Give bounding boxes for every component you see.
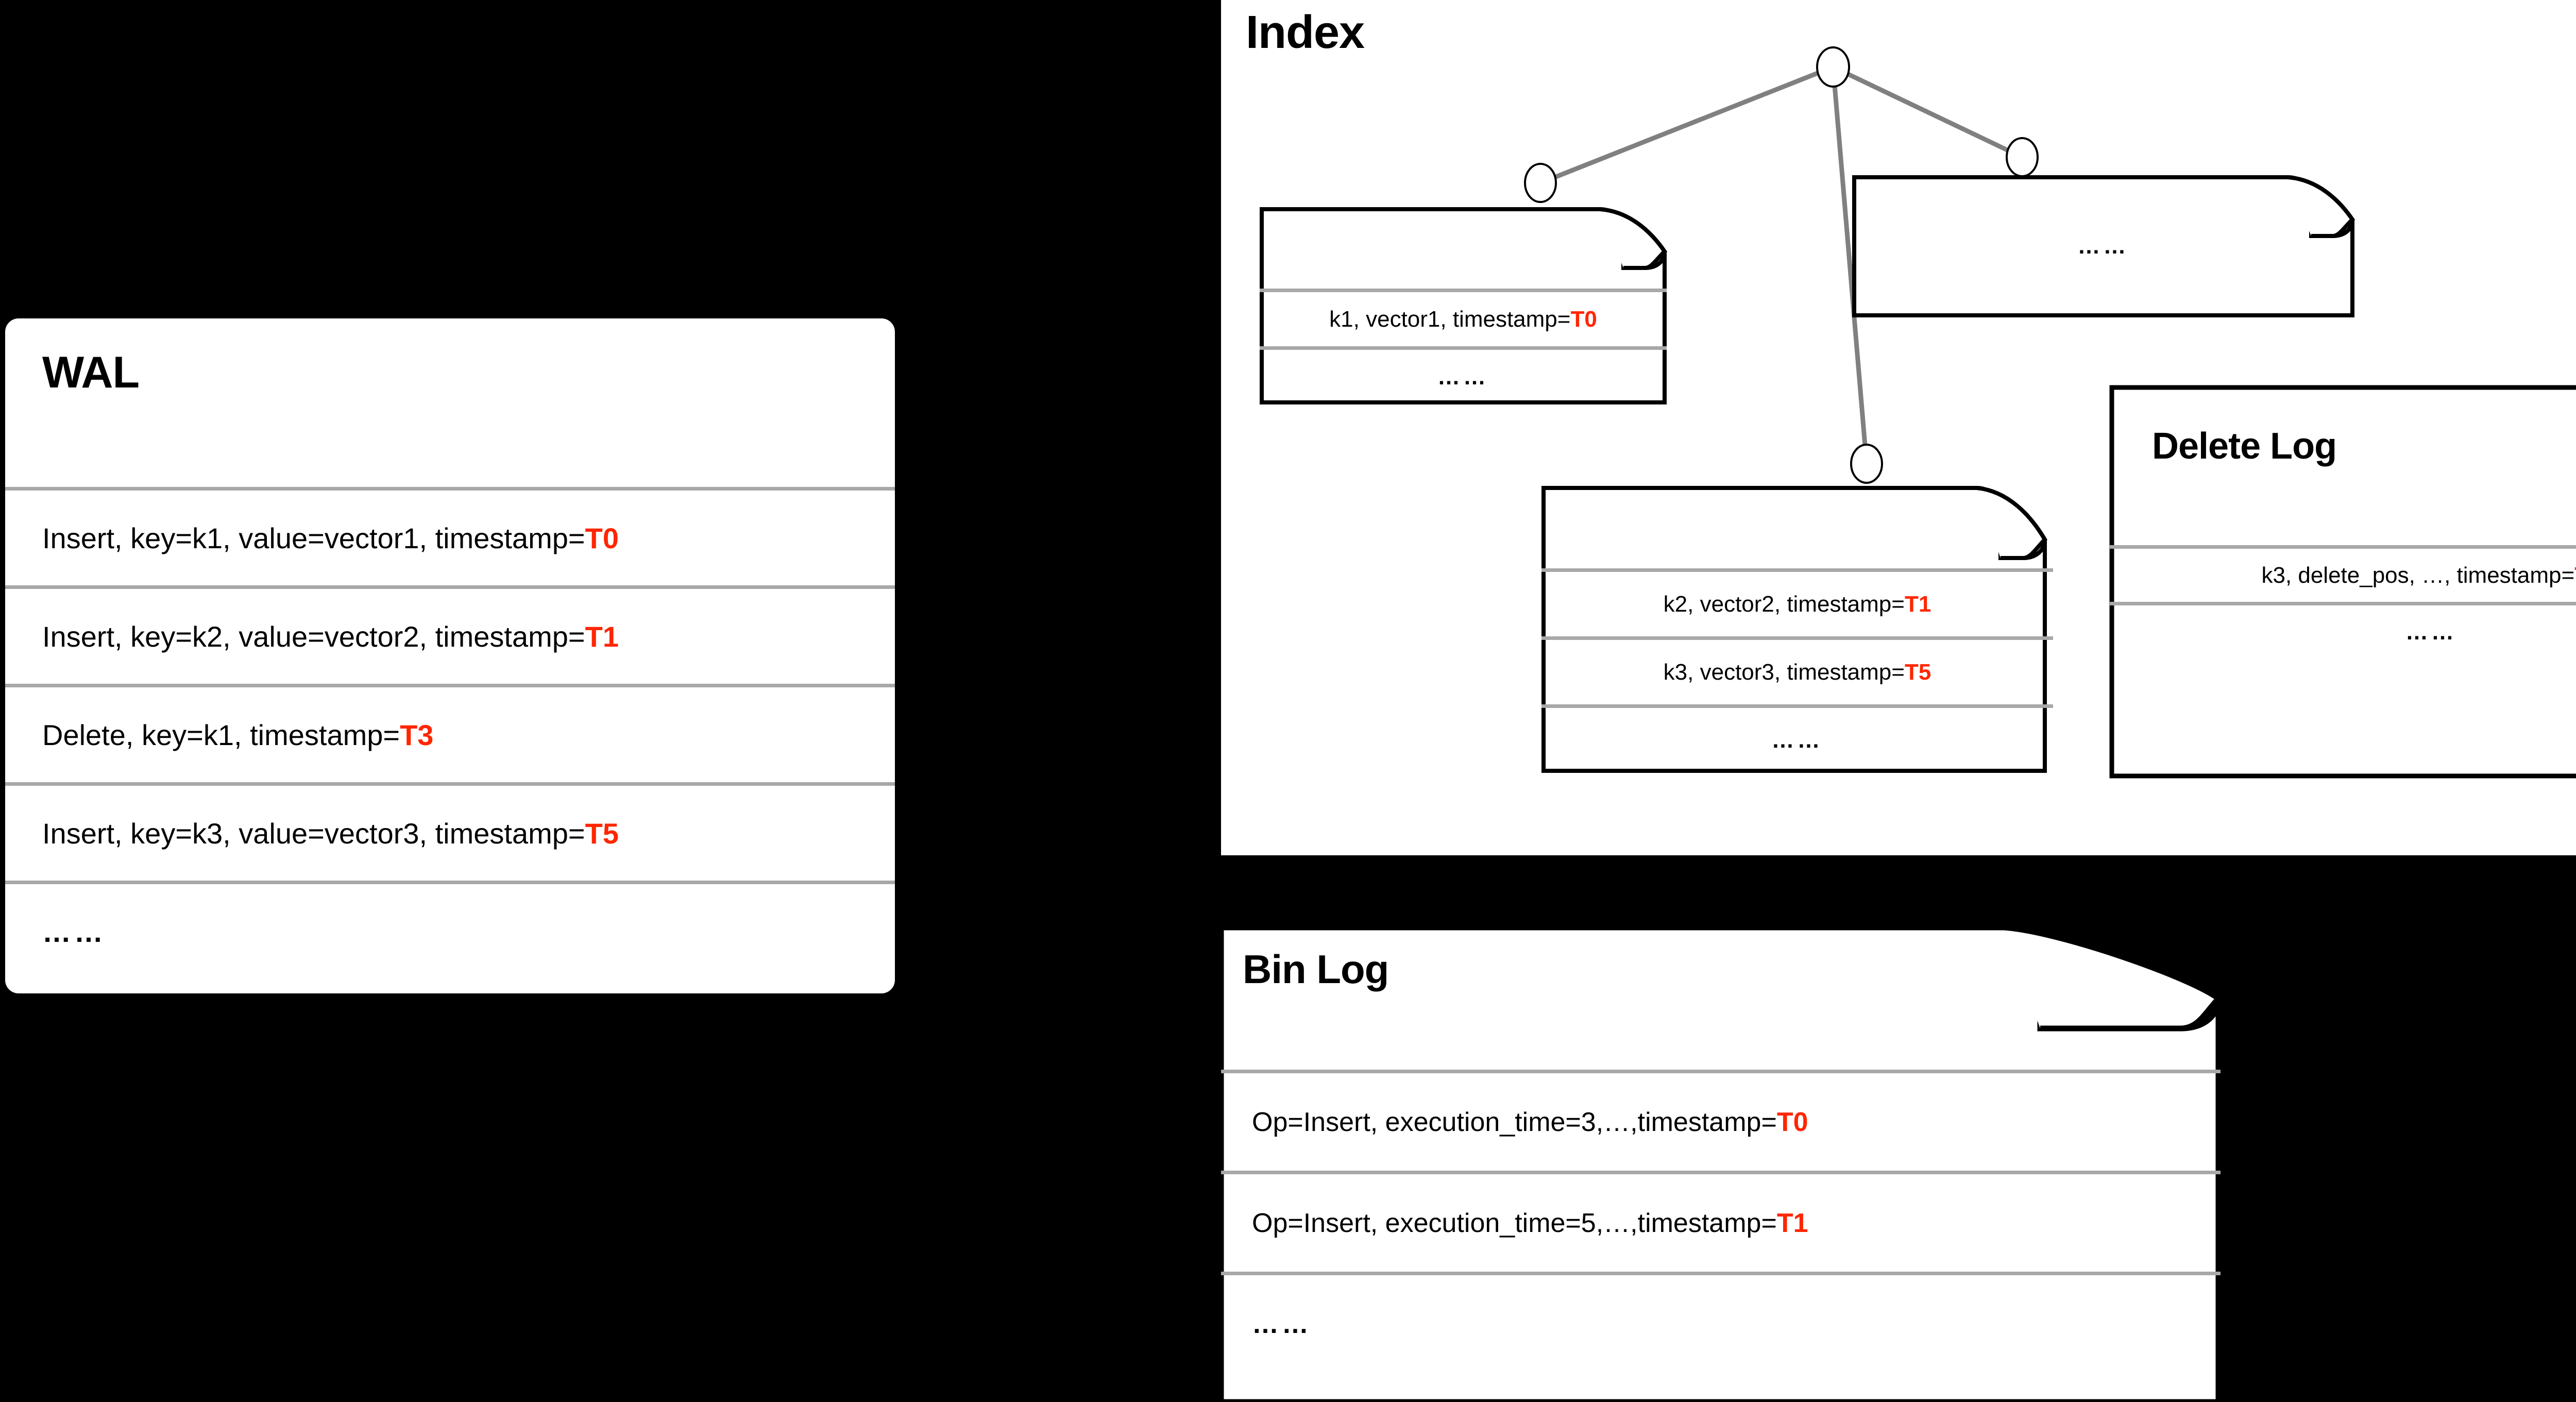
- segment-row: k2, vector2, timestamp=T1: [1541, 568, 2053, 636]
- doc-fold: [2004, 924, 2223, 1032]
- bin-log-row: Op=Insert, execution_time=3,…,timestamp=…: [1221, 1070, 2221, 1171]
- delete-log-row-list: k3, delete_pos, …, timestamp=T3 ……: [2110, 545, 2576, 658]
- doc-fold: [1599, 207, 1668, 270]
- wal-card: WAL Insert, key=k1, value=vector1, times…: [5, 318, 895, 993]
- wal-row-text: Insert, key=k1, value=vector1, timestamp…: [42, 521, 585, 554]
- bin-log-row: ……: [1221, 1272, 2221, 1373]
- index-segment-right: ……: [1852, 175, 2355, 317]
- bin-log-title: Bin Log: [1243, 947, 1389, 992]
- index-title: Index: [1246, 7, 1365, 58]
- wal-row: Delete, key=k1, timestamp=T3: [5, 684, 895, 782]
- segment-row-text: k3, vector3, timestamp=: [1663, 659, 1905, 685]
- index-segment-k2: k2, vector2, timestamp=T1 k3, vector3, t…: [1541, 486, 2053, 773]
- segment-k1-row-list: k1, vector1, timestamp=T0 ……: [1260, 289, 1667, 404]
- wal-row-list: Insert, key=k1, value=vector1, timestamp…: [5, 487, 895, 979]
- tree-root-node: [1816, 46, 1850, 88]
- segment-row-timestamp: T0: [1570, 306, 1597, 332]
- wal-row-text: Insert, key=k3, value=vector3, timestamp…: [42, 817, 585, 850]
- segment-row-timestamp: T5: [1904, 659, 1931, 685]
- wal-row: Insert, key=k3, value=vector3, timestamp…: [5, 782, 895, 881]
- tree-edge-root-left: [1539, 64, 1834, 185]
- delete-log-row-ellipsis: ……: [2405, 619, 2457, 645]
- wal-title: WAL: [42, 348, 140, 397]
- doc-fold: [2287, 175, 2355, 238]
- page-curl-shape: [2109, 385, 2576, 779]
- delete-log-row-text: k3, delete_pos, …, timestamp=: [2261, 562, 2575, 588]
- segment-row: k1, vector1, timestamp=T0: [1260, 289, 1667, 346]
- bin-log-row: Op=Insert, execution_time=5,…,timestamp=…: [1221, 1171, 2221, 1272]
- wal-row: Insert, key=k2, value=vector2, timestamp…: [5, 585, 895, 684]
- segment-row-timestamp: T1: [1904, 591, 1931, 617]
- doc-body: [2109, 385, 2576, 779]
- segment-row-text: k1, vector1, timestamp=: [1329, 306, 1571, 332]
- segment-row: k3, vector3, timestamp=T5: [1541, 636, 2053, 704]
- bin-log-row-text: Op=Insert, execution_time=3,…,timestamp=: [1252, 1107, 1777, 1137]
- delete-log-title: Delete Log: [2152, 426, 2337, 467]
- wal-row-timestamp: T3: [400, 718, 434, 751]
- tree-edge-root-right: [1832, 64, 2023, 160]
- segment-row: ……: [1541, 704, 2053, 772]
- tree-child-node-right: [2006, 137, 2039, 177]
- bin-log-row-timestamp: T1: [1776, 1208, 1808, 1238]
- tree-child-node-left: [1524, 163, 1557, 203]
- bin-log-row-list: Op=Insert, execution_time=3,…,timestamp=…: [1221, 1070, 2221, 1373]
- wal-row-timestamp: T1: [585, 620, 619, 653]
- wal-row-ellipsis: ……: [42, 915, 106, 948]
- bin-log-row-text: Op=Insert, execution_time=5,…,timestamp=: [1252, 1208, 1777, 1238]
- page-curl-shape: [1852, 175, 2355, 317]
- bin-log-card: Bin Log Op=Insert, execution_time=3,…,ti…: [1218, 924, 2223, 1402]
- index-segment-k1: k1, vector1, timestamp=T0 ……: [1260, 207, 1668, 404]
- delete-log-row: k3, delete_pos, …, timestamp=T3: [2110, 545, 2576, 602]
- tree-child-node-middle: [1850, 444, 1883, 484]
- wal-row-timestamp: T5: [585, 817, 619, 850]
- bin-log-row-ellipsis: ……: [1252, 1309, 1312, 1339]
- delete-log-row-timestamp: T3: [2574, 563, 2576, 588]
- segment-row-ellipsis: ……: [1437, 364, 1489, 390]
- segment-right-row-list: ……: [1852, 175, 2354, 317]
- delete-log-card: Delete Log k3, delete_pos, …, timestamp=…: [2109, 385, 2576, 779]
- wal-row: ……: [5, 881, 895, 979]
- wal-row-text: Insert, key=k2, value=vector2, timestamp…: [42, 620, 585, 653]
- page-curl-shape: [1218, 924, 2223, 1402]
- page-curl-shape: [1541, 486, 2047, 773]
- doc-fold: [1976, 486, 2047, 560]
- segment-row-ellipsis: ……: [2077, 233, 2129, 259]
- delete-log-row: ……: [2110, 602, 2576, 658]
- bin-log-row-timestamp: T0: [1776, 1107, 1808, 1137]
- segment-k2-row-list: k2, vector2, timestamp=T1 k3, vector3, t…: [1541, 568, 2053, 772]
- page-curl-shape: [1260, 207, 1668, 404]
- segment-row-text: k2, vector2, timestamp=: [1663, 591, 1905, 617]
- segment-row: ……: [1852, 175, 2354, 317]
- wal-row: Insert, key=k1, value=vector1, timestamp…: [5, 487, 895, 585]
- wal-row-text: Delete, key=k1, timestamp=: [42, 718, 400, 751]
- segment-row-ellipsis: ……: [1771, 727, 1823, 753]
- segment-row: ……: [1260, 346, 1667, 404]
- wal-row-timestamp: T0: [585, 521, 619, 554]
